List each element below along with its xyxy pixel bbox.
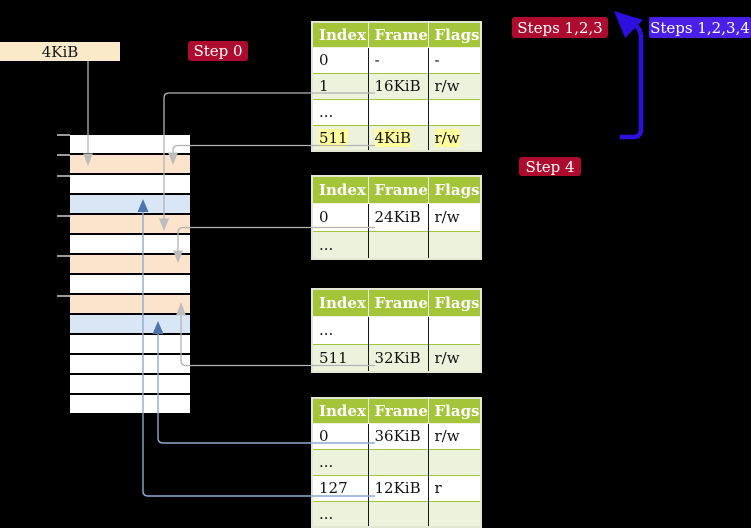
cell-flags: r [434, 479, 442, 497]
cell-frame: 12KiB [374, 479, 421, 497]
steps-1234-badge: Steps 1,2,3,4 [649, 17, 751, 38]
table-row: ... [312, 98, 481, 125]
step0-badge: Step 0 [188, 41, 248, 61]
cell-index: 511 [319, 128, 348, 147]
memory-cell [70, 255, 190, 275]
memory-axis-tick [57, 255, 70, 257]
page-table-level-2: Index Frame Flags ... 511 32KiB r/w [311, 288, 482, 373]
col-header-flags: Flags [427, 22, 481, 48]
table-row: 1 16KiB r/w [312, 72, 481, 99]
memory-axis-tick [57, 215, 70, 217]
col-header-frame: Frame [367, 398, 428, 424]
arrowhead-up-left-icon [614, 11, 643, 38]
memory-cell [70, 235, 190, 255]
col-header-index: Index [312, 176, 368, 204]
table-row: ... [312, 230, 481, 259]
table-row: 0 - - [312, 46, 481, 73]
table-row: 0 36KiB r/w [312, 422, 481, 449]
memory-cell [70, 275, 190, 295]
col-header-frame: Frame [367, 289, 428, 317]
cell-index: ... [319, 453, 334, 471]
cell-index: 511 [319, 348, 348, 367]
cell-index: ... [319, 504, 334, 523]
table-row-highlighted: 511 4KiB r/w [312, 124, 481, 151]
col-header-index: Index [312, 398, 368, 424]
cell-index: ... [319, 103, 334, 121]
memory-cell [70, 155, 190, 175]
cell-flags: r/w [434, 128, 460, 147]
cell-frame: 24KiB [374, 208, 421, 226]
cell-index: 127 [319, 479, 348, 497]
col-header-frame: Frame [367, 22, 428, 48]
cell-flags: r/w [434, 77, 460, 95]
step0-text: Step 0 [193, 42, 243, 60]
table-row: 511 32KiB r/w [312, 343, 481, 372]
memory-cell [70, 315, 190, 335]
memory-cell [70, 355, 190, 375]
col-header-frame: Frame [367, 176, 428, 204]
memory-cell [70, 215, 190, 235]
memory-axis-tick [57, 295, 70, 297]
table-header-row: Index Frame Flags [312, 22, 481, 48]
cell-flags: r/w [434, 348, 460, 367]
table-header-row: Index Frame Flags [312, 176, 481, 204]
memory-axis-tick [57, 154, 70, 156]
steps-123-badge: Steps 1,2,3 [512, 17, 608, 38]
cell-frame: - [374, 51, 380, 69]
table-row: 0 24KiB r/w [312, 202, 481, 231]
col-header-index: Index [312, 22, 368, 48]
table-row: ... [312, 448, 481, 475]
table-row: ... [312, 315, 481, 344]
steps-1234-text: Steps 1,2,3,4 [650, 18, 750, 37]
memory-cell [70, 395, 190, 415]
cell-frame: 36KiB [374, 427, 421, 445]
memory-axis-tick [57, 175, 70, 177]
table-header-row: Index Frame Flags [312, 289, 481, 317]
col-header-flags: Flags [427, 176, 481, 204]
cell-frame: 16KiB [374, 77, 421, 95]
page-table-level-4: Index Frame Flags 0 - - 1 16KiB r/w ... … [311, 21, 482, 152]
cell-flags: r/w [434, 427, 460, 445]
col-header-flags: Flags [427, 289, 481, 317]
table-header-row: Index Frame Flags [312, 398, 481, 424]
cell-frame: 32KiB [374, 348, 421, 367]
cell-index: 0 [319, 51, 329, 69]
step4-text: Step 4 [525, 157, 575, 176]
cell-index: 0 [319, 427, 329, 445]
table-row: 127 12KiB r [312, 474, 481, 501]
recursive-loop-arrow [614, 11, 644, 140]
memory-cell [70, 295, 190, 315]
memory-cell [70, 335, 190, 355]
memory-cell [70, 175, 190, 195]
memory-cell [70, 375, 190, 395]
frame-size-text: 4KiB [41, 42, 79, 61]
col-header-index: Index [312, 289, 368, 317]
table-row: ... [312, 500, 481, 527]
cell-flags: - [434, 51, 440, 69]
steps-123-text: Steps 1,2,3 [517, 18, 603, 37]
cell-index: ... [319, 321, 334, 339]
cell-index: ... [319, 235, 334, 254]
memory-axis-tick [57, 134, 70, 136]
cell-flags: r/w [434, 208, 460, 226]
page-table-level-1: Index Frame Flags 0 36KiB r/w ... 127 12… [311, 397, 482, 528]
step4-badge: Step 4 [519, 157, 581, 176]
memory-cell [70, 135, 190, 155]
col-header-flags: Flags [427, 398, 481, 424]
memory-cell [70, 195, 190, 215]
frame-size-label: 4KiB [0, 42, 120, 61]
physical-memory-column [70, 135, 190, 415]
cell-index: 1 [319, 77, 329, 95]
cell-frame: 4KiB [374, 128, 412, 147]
page-table-level-3: Index Frame Flags 0 24KiB r/w ... [311, 175, 482, 260]
cell-index: 0 [319, 208, 329, 226]
